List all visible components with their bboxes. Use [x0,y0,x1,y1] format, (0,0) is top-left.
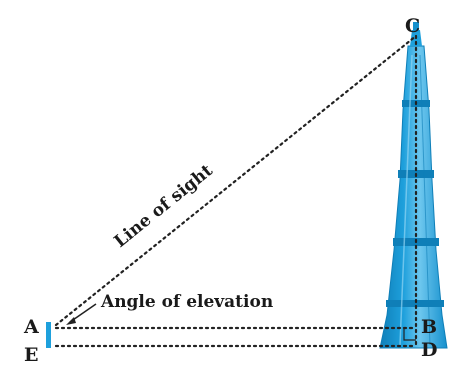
tower [379,22,448,349]
label-E: E [24,344,38,366]
angle-of-elevation-label: Angle of elevation [100,292,273,312]
observer [46,322,51,348]
label-D: D [421,339,437,361]
label-A: A [23,316,39,338]
tower-spire [413,22,419,31]
angle-pointer-arrow [66,303,97,325]
line-of-sight [54,34,418,327]
tower-band-4 [386,300,444,307]
label-C: C [405,15,420,37]
right-angle-mark [403,328,416,341]
label-B: B [421,316,437,338]
observer-figure [46,322,51,348]
